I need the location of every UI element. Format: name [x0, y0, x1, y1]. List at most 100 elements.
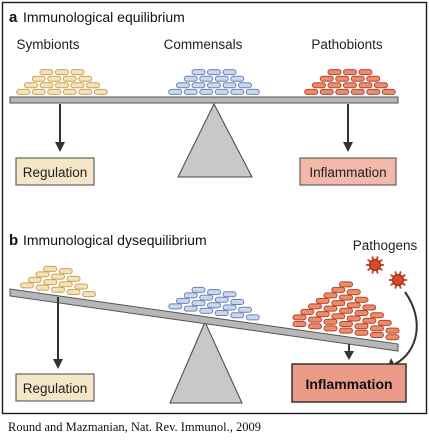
commensal-cell: [245, 314, 260, 321]
pathobiont-cell: [315, 311, 330, 318]
commensals-label: Commensals: [164, 37, 243, 52]
commensal-cell: [230, 312, 245, 319]
commensals-stack-b: [168, 286, 260, 321]
pathobiont-cell: [339, 327, 353, 334]
commensal-cell: [199, 75, 214, 82]
symbiont-cell: [27, 276, 42, 283]
symbiont-cell: [74, 283, 89, 290]
pathobiont-cell: [362, 317, 377, 324]
arrow-to-regulation-a: [55, 104, 65, 152]
pathobiont-cell: [312, 82, 326, 89]
regulation-box-a: [15, 157, 95, 186]
symbiont-cell: [39, 69, 54, 76]
commensal-cell: [222, 82, 237, 89]
pathobiont-cell: [308, 323, 322, 330]
pathobiont-cell: [354, 323, 369, 330]
symbiont-cell: [43, 265, 58, 272]
symbiont-cell: [39, 82, 54, 89]
commensals-stack-a: [168, 69, 260, 95]
commensal-cell: [207, 302, 221, 309]
panel-a-letter: a: [9, 9, 18, 26]
pathobiont-cell: [339, 307, 353, 314]
symbiont-cell: [35, 284, 50, 291]
pathobiont-cell: [377, 319, 392, 326]
pathobiont-cell: [331, 286, 346, 293]
pathogen-icon: [388, 271, 408, 289]
pathobiont-cell: [370, 312, 384, 319]
commensal-cell: [207, 289, 221, 296]
fulcrum-a: [177, 102, 253, 178]
pathogen-body: [369, 259, 381, 271]
symbiont-cell: [43, 279, 58, 286]
pathobiont-cell: [358, 82, 373, 89]
pathobiont-cell: [327, 82, 342, 89]
pathobiont-cell: [385, 327, 400, 334]
commensal-cell: [222, 304, 237, 311]
commensal-cell: [168, 88, 183, 95]
symbiont-cell: [55, 69, 69, 76]
pathobiont-cell: [346, 315, 361, 322]
symbiont-cell: [47, 88, 62, 95]
symbiont-cell: [66, 275, 81, 282]
pathobiont-cell: [335, 75, 350, 82]
pathobiont-cell: [304, 88, 319, 95]
symbiont-cell: [70, 69, 85, 76]
arrow-to-inflammation-a: [343, 104, 353, 152]
pathobiont-cell: [315, 297, 330, 304]
inflammation-label-b: Inflammation: [305, 376, 392, 392]
symbiont-cell: [35, 271, 50, 278]
symbionts-stack-a: [16, 69, 108, 95]
commensal-cell: [207, 82, 221, 89]
pathobiont-cell: [350, 75, 365, 82]
pathobiont-cell: [300, 308, 315, 315]
pathobiont-cell: [346, 289, 361, 296]
pathobiont-cell: [354, 329, 369, 336]
pathobiont-cell: [323, 305, 338, 312]
pathogen-body: [392, 274, 404, 286]
pathobiont-cell: [308, 316, 322, 323]
symbiont-cell: [62, 75, 77, 82]
commensal-cell: [183, 75, 198, 82]
symbiont-cell: [86, 82, 100, 89]
commensal-cell: [168, 303, 183, 310]
pathobionts-stack-b: [292, 281, 400, 341]
pathobiont-cell: [381, 88, 396, 95]
pathobiont-cell: [362, 304, 377, 311]
pathobiont-cell: [323, 325, 338, 332]
pathobionts-label: Pathobionts: [311, 37, 383, 52]
pathobiont-cell: [385, 334, 400, 341]
symbiont-cell: [51, 273, 65, 280]
commensal-cell: [230, 298, 245, 305]
commensal-cell: [245, 88, 260, 95]
pathobiont-cell: [339, 321, 353, 328]
commensal-cell: [230, 88, 245, 95]
symbiont-cell: [58, 268, 73, 275]
pathobiont-cell: [319, 88, 334, 95]
symbiont-cell: [31, 88, 46, 95]
pathobiont-cell: [331, 300, 346, 307]
symbionts-label: Symbionts: [16, 37, 79, 52]
pathobiont-cell: [327, 69, 342, 76]
pathobiont-cell: [354, 310, 369, 317]
symbiont-cell: [20, 282, 34, 289]
symbiont-cell: [78, 75, 93, 82]
commensal-cell: [222, 291, 237, 298]
pathogens-label: Pathogens: [353, 238, 418, 253]
panel-b-title: Immunological dysequilibrium: [23, 232, 207, 248]
commensal-cell: [199, 307, 214, 314]
pathobiont-cell: [366, 75, 381, 82]
commensal-cell: [183, 88, 198, 95]
symbiont-cell: [82, 291, 96, 298]
symbiont-cell: [62, 88, 77, 95]
inflammation-label-a: Inflammation: [309, 165, 386, 180]
commensal-cell: [214, 88, 229, 95]
commensal-cell: [199, 294, 214, 301]
pathobiont-cell: [323, 292, 338, 299]
pathobiont-cell: [370, 332, 384, 339]
commensal-cell: [191, 69, 206, 76]
pathobiont-cell: [343, 69, 357, 76]
pathobiont-cell: [346, 302, 361, 309]
symbiont-cell: [78, 88, 93, 95]
symbiont-cell: [24, 82, 38, 89]
